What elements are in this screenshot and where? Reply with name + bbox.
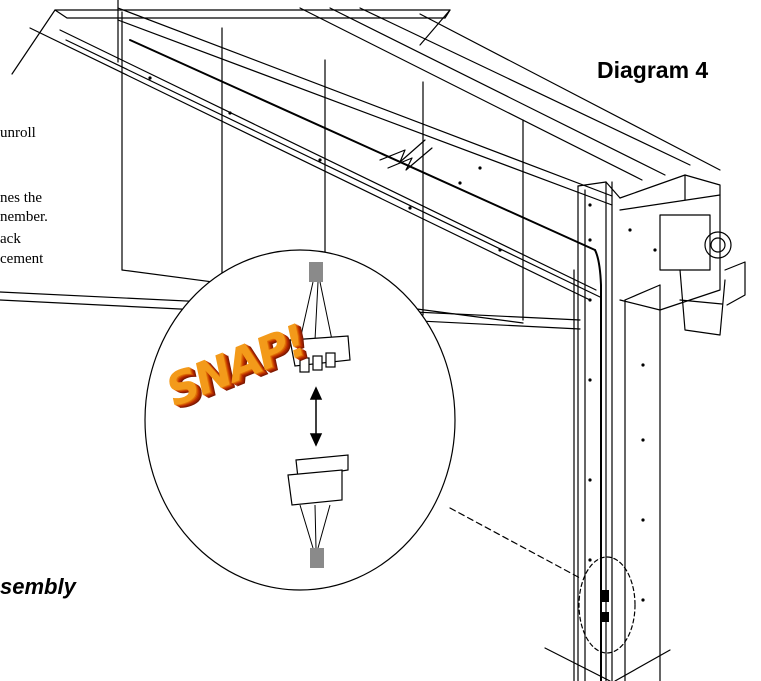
instruction-text-line: cement bbox=[0, 251, 44, 267]
callout-connectors bbox=[601, 590, 609, 622]
magnified-detail bbox=[144, 249, 456, 591]
panel-seams bbox=[121, 11, 524, 324]
lower-connector-plug bbox=[287, 454, 349, 506]
lower-cable-sleeve bbox=[299, 504, 331, 568]
upper-connector-plug bbox=[289, 335, 351, 373]
bolt-holes bbox=[148, 76, 657, 602]
diagram-title: Diagram 4 bbox=[597, 57, 709, 83]
instruction-text-line: ack bbox=[0, 231, 21, 247]
motor bbox=[659, 214, 746, 336]
header-beam bbox=[117, 7, 721, 206]
cable bbox=[129, 39, 602, 681]
carriage-box bbox=[619, 174, 721, 311]
floor-lines bbox=[544, 647, 671, 681]
instruction-text-line: unroll bbox=[0, 125, 36, 141]
outer-right-column bbox=[624, 284, 661, 681]
snap-arrow bbox=[309, 386, 323, 447]
detail-callout-circle bbox=[578, 556, 636, 654]
instruction-text-line: nember. bbox=[0, 209, 48, 225]
instruction-text-line: nes the bbox=[0, 190, 43, 206]
detail-leader-line bbox=[449, 507, 581, 579]
right-column bbox=[573, 181, 621, 681]
section-heading-fragment: sembly bbox=[0, 574, 76, 599]
upper-cable-sleeve bbox=[299, 262, 333, 341]
